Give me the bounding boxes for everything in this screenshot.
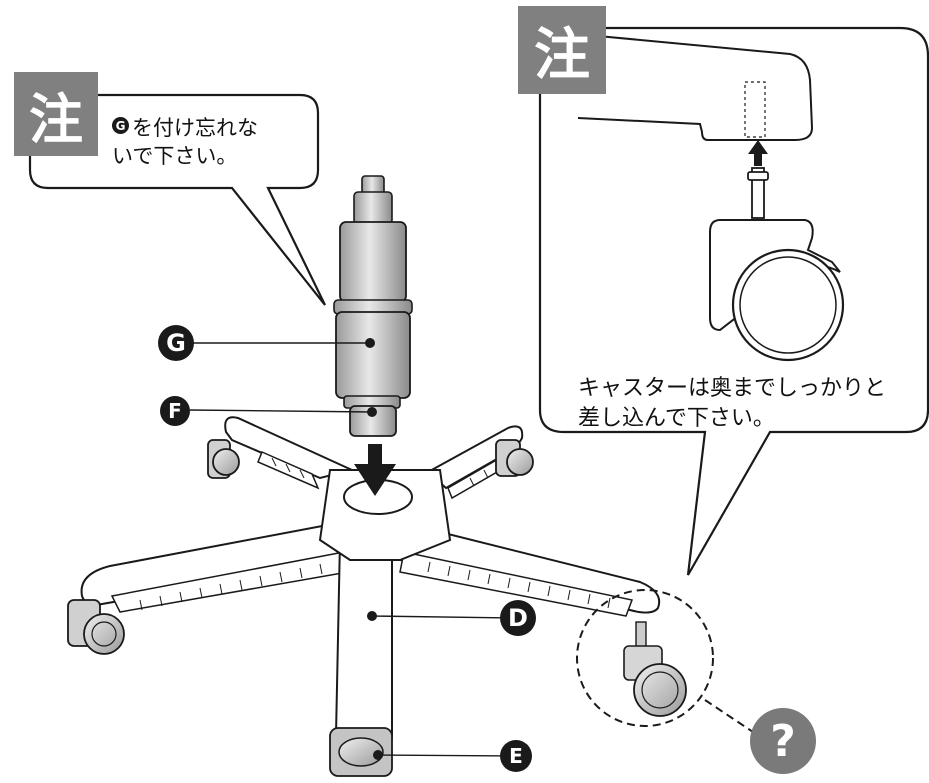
socket-hole xyxy=(744,81,766,138)
note-left-line1: を付け忘れな xyxy=(132,116,258,140)
base-ribs xyxy=(139,457,611,611)
caster-wheel-detail xyxy=(731,248,845,362)
caster-front xyxy=(329,727,393,777)
part-marker-g: G xyxy=(158,325,194,361)
caster-zoom xyxy=(623,621,687,717)
note-left-line2: いで下さい。 xyxy=(112,144,238,168)
part-marker-e: E xyxy=(500,740,532,772)
caster-front-left xyxy=(67,599,125,655)
question-mark-icon[interactable]: ? xyxy=(750,708,816,774)
down-arrow-icon xyxy=(354,444,396,496)
note-right-line2: 差し込んで下さい。 xyxy=(578,406,775,431)
base-arm-detail xyxy=(577,35,814,141)
part-marker-f: F xyxy=(160,396,190,426)
note-badge-left: 注 xyxy=(14,72,98,156)
note-badge-right: 注 xyxy=(518,6,606,94)
note-marker-g: G xyxy=(112,117,129,134)
note-right-line1: キャスターは奥までしっかりと xyxy=(578,376,887,401)
insert-arrow-icon xyxy=(748,140,768,166)
caster-back-left xyxy=(207,439,240,479)
leader-lines xyxy=(189,342,513,757)
gas-lift xyxy=(333,175,413,437)
part-marker-d: D xyxy=(500,600,536,636)
zoom-circle xyxy=(576,589,714,727)
caster-back-right xyxy=(495,439,534,477)
